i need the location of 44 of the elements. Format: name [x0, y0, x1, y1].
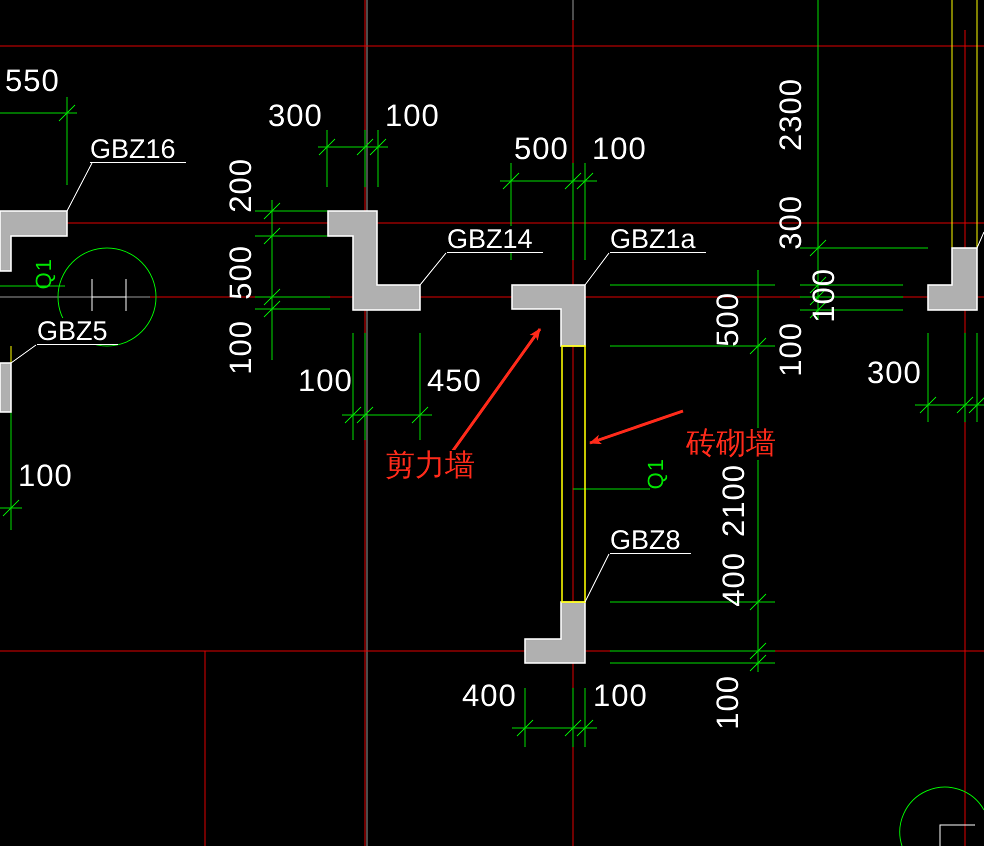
dimension-text: 500 — [712, 292, 743, 347]
callout-text: 砖砌墙 — [686, 428, 776, 460]
callout-text: 剪力墙 — [385, 450, 475, 482]
masonry-wall — [561, 345, 586, 603]
leader-line — [10, 344, 36, 364]
dimension-text: 100 — [712, 675, 743, 730]
wall-code: Q1 — [645, 458, 667, 490]
wall-column — [0, 362, 12, 413]
component-tag: GBZ16 — [90, 136, 186, 163]
dimension-text: 100 — [385, 100, 440, 131]
dimension-text: 550 — [5, 65, 60, 96]
dimension-text: 300 — [775, 195, 806, 250]
leader-line — [584, 252, 610, 286]
leader-line — [66, 162, 92, 212]
dimension-text: 400 — [718, 552, 749, 607]
dimension-text: 100 — [298, 365, 353, 396]
dimension-text: 2100 — [718, 464, 749, 537]
dimension-text: 100 — [593, 680, 648, 711]
dimension-text: 500 — [514, 133, 569, 164]
component-tag: GBZ5 — [37, 318, 118, 345]
dimension-text: 100 — [775, 322, 806, 377]
component-tag: GBZ8 — [610, 527, 691, 554]
wall-column — [511, 284, 586, 347]
dimension-text: 100 — [18, 460, 73, 491]
dimension-text: 450 — [427, 365, 482, 396]
dimension-text: 2300 — [775, 78, 806, 151]
leader-line — [420, 252, 446, 286]
dimension-text: 300 — [867, 357, 922, 388]
dimension-text: 200 — [225, 158, 256, 213]
dimension-text: 400 — [462, 680, 517, 711]
wall-column — [927, 247, 978, 311]
leader-line — [976, 232, 984, 248]
leader-line — [584, 554, 610, 602]
component-tag: GBZ14 — [447, 226, 543, 253]
wall-column — [524, 601, 586, 664]
component-tag: GBZ1a — [610, 226, 706, 253]
dimension-text: 300 — [268, 100, 323, 131]
dimension-text: 500 — [225, 245, 256, 300]
dimension-text: 100 — [808, 268, 839, 323]
dimension-text: 100 — [225, 320, 256, 375]
dimension-text: 100 — [592, 133, 647, 164]
arrow — [450, 328, 542, 453]
wall-column — [327, 210, 421, 311]
arrow — [589, 410, 684, 444]
